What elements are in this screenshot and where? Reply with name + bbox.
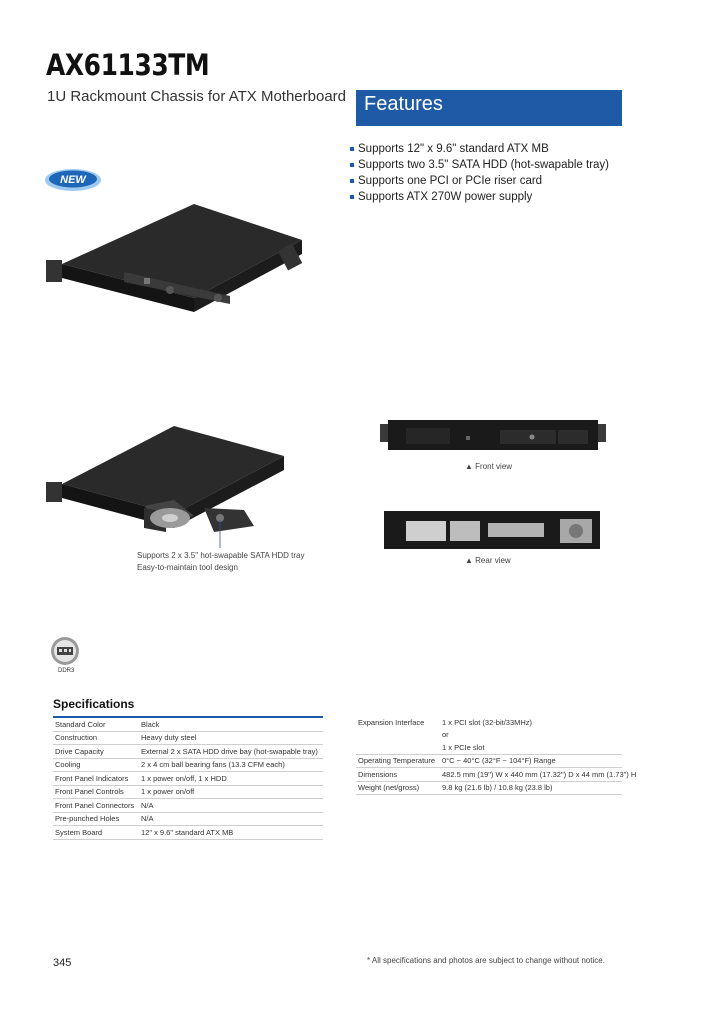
feature-item: Supports ATX 270W power supply [350,189,609,205]
bullet-icon [350,146,354,151]
features-list: Supports 12" x 9.6" standard ATX MB Supp… [350,141,609,205]
disclaimer: * All specifications and photos are subj… [367,956,605,965]
chassis-main-image [46,204,303,312]
tray-caption-line: Easy-to-maintain tool design [137,563,238,572]
table-row: or [442,730,449,740]
feature-item: Supports 12" x 9.6" standard ATX MB [350,141,609,157]
feature-item: Supports two 3.5" SATA HDD (hot-swapable… [350,157,609,173]
ddr3-icon [51,637,79,665]
table-row: 1 x PCIe slot [356,741,622,755]
product-title: AX61133TM [46,48,210,82]
tray-caption: Supports 2 x 3.5" hot-swapable SATA HDD … [137,550,337,574]
bullet-icon [350,178,354,183]
front-view-caption: ▲ Front view [465,462,513,471]
front-view-image [380,420,606,450]
bullet-icon [350,162,354,167]
features-header: Features [356,90,622,126]
ddr3-label: DDR3 [58,668,75,674]
specifications-heading: Specifications [53,697,135,711]
new-badge-icon: NEW [45,169,101,191]
svg-text:NEW: NEW [60,174,87,186]
table-row: Weight (net/gross)9.8 kg (21.6 lb) / 10.… [356,781,622,795]
chassis-tray-image [46,426,284,548]
feature-item: Supports one PCI or PCIe riser card [350,173,609,189]
tray-caption-line: Supports 2 x 3.5" hot-swapable SATA HDD … [137,551,305,560]
product-subtitle: 1U Rackmount Chassis for ATX Motherboard [47,88,347,105]
page-number: 345 [53,957,72,969]
rear-view-caption: ▲ Rear view [465,556,511,565]
bullet-icon [350,194,354,199]
rear-view-image [384,511,600,549]
